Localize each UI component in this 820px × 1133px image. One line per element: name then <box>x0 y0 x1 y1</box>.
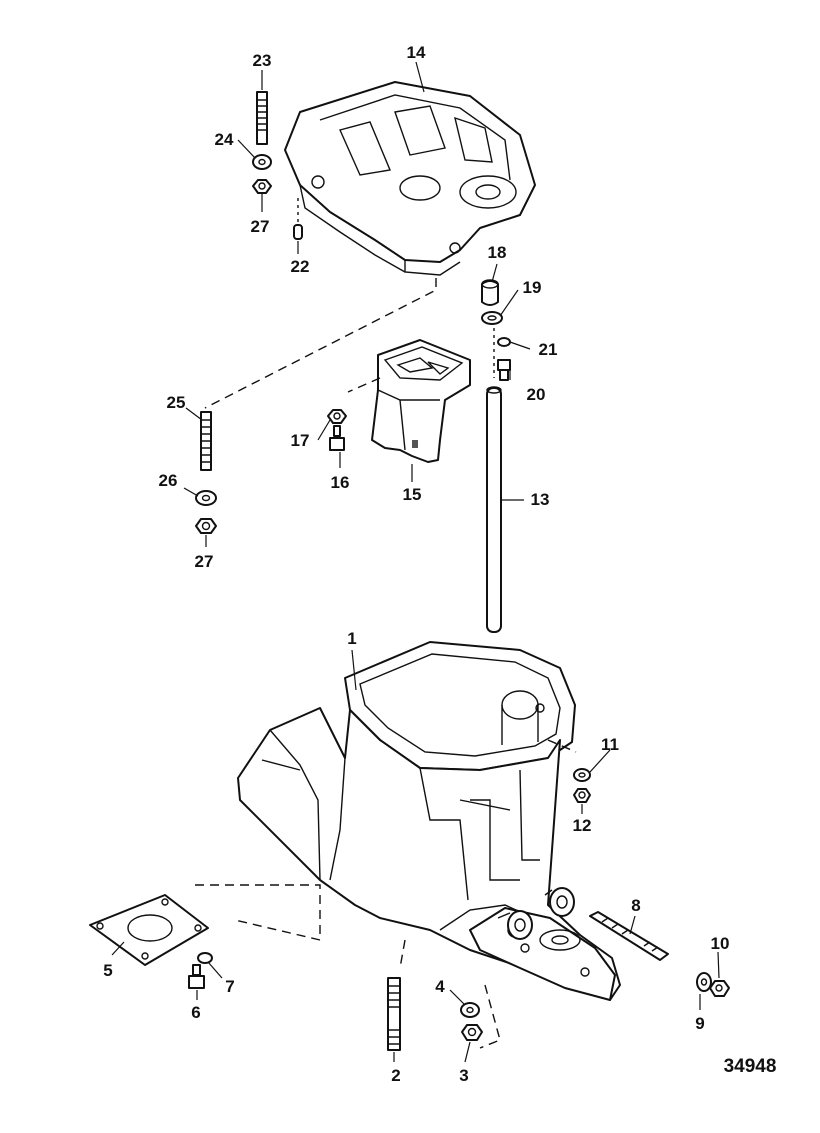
part-15-exhaust-tube <box>371 339 471 463</box>
callout-17: 17 <box>291 431 310 450</box>
figure-reference-number: 34948 <box>724 1056 777 1077</box>
callout-11: 11 <box>601 735 619 754</box>
callout-12: 12 <box>573 816 592 835</box>
alignment-line-25 <box>204 278 437 409</box>
alignment-line-11 <box>547 739 577 753</box>
callout-5: 5 <box>103 961 112 980</box>
callout-2: 2 <box>391 1066 400 1085</box>
callout-19: 19 <box>523 278 542 297</box>
part-18-bushing <box>481 279 499 306</box>
part-25-stud <box>200 411 212 471</box>
callout-8: 8 <box>631 896 640 915</box>
callout-21: 21 <box>539 340 558 359</box>
part-7-washer <box>197 952 213 964</box>
callout-6: 6 <box>191 1003 200 1022</box>
leader-lines <box>111 61 720 1063</box>
part-8-stud <box>589 911 669 961</box>
alignment-line-2 <box>399 939 406 969</box>
part-12-nut <box>573 788 591 803</box>
part-23-stud <box>256 91 268 145</box>
part-20-screw <box>497 359 511 381</box>
part-5-cover-plate <box>89 894 209 966</box>
part-19-washer <box>481 311 503 325</box>
part-27-nut-upper <box>252 179 272 194</box>
part-10-nut <box>709 980 730 997</box>
callout-18: 18 <box>488 243 507 262</box>
part-24-washer <box>252 154 272 170</box>
part-9-washer <box>696 972 712 992</box>
alignment-line-3 <box>479 984 501 1049</box>
callout-27-upper: 27 <box>251 217 270 236</box>
part-11-washer <box>573 768 591 782</box>
callout-4: 4 <box>435 977 445 996</box>
part-3-nut <box>461 1024 483 1041</box>
callout-20: 20 <box>527 385 546 404</box>
callout-3: 3 <box>459 1066 468 1085</box>
callout-27-lower: 27 <box>195 552 214 571</box>
callout-labels: 1 2 3 4 5 6 7 8 9 10 11 12 13 14 15 16 1… <box>103 43 776 1085</box>
callout-13: 13 <box>531 490 550 509</box>
part-16-screw <box>329 425 345 451</box>
callout-25: 25 <box>167 393 186 412</box>
part-22-dowel-pin <box>293 198 303 240</box>
part-13-driveshaft-tube <box>486 386 502 633</box>
callout-9: 9 <box>695 1014 704 1033</box>
part-2-stud <box>387 977 401 1051</box>
alignment-line-5 <box>195 884 321 941</box>
part-27-nut-lower <box>195 518 217 534</box>
callout-23: 23 <box>253 51 272 70</box>
callout-16: 16 <box>331 473 350 492</box>
callout-26: 26 <box>159 471 178 490</box>
alignment-line-17 <box>347 377 381 393</box>
part-17-nut <box>327 409 347 424</box>
part-4-washer <box>460 1002 480 1018</box>
callout-10: 10 <box>711 934 730 953</box>
part-6-screw <box>188 964 205 989</box>
callout-22: 22 <box>291 257 310 276</box>
callout-14: 14 <box>407 43 426 62</box>
callout-7: 7 <box>225 977 234 996</box>
callout-24: 24 <box>215 130 234 149</box>
callout-1: 1 <box>347 629 356 648</box>
part-14-adapter-plate <box>284 81 536 276</box>
part-21-o-ring <box>497 337 511 347</box>
callout-15: 15 <box>403 485 422 504</box>
part-1-driveshaft-housing <box>237 641 621 1001</box>
part-26-washer <box>195 490 217 506</box>
